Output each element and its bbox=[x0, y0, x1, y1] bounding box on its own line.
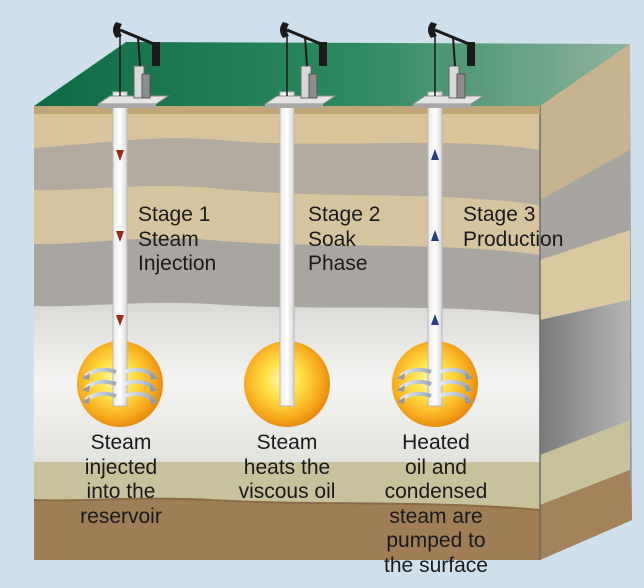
caption-line: heats the bbox=[243, 455, 331, 479]
caption-line: injected bbox=[84, 455, 158, 479]
caption-line: viscous oil bbox=[238, 480, 336, 503]
caption-line: Steam bbox=[256, 431, 318, 454]
flow-arrow-up-icon bbox=[431, 230, 439, 241]
stage-label-line: Injection bbox=[138, 252, 217, 275]
caption-line: Steam bbox=[90, 431, 152, 454]
well-1 bbox=[77, 22, 170, 427]
pumpjack-icon bbox=[411, 22, 485, 108]
flow-arrow-up-icon bbox=[431, 149, 439, 160]
well-pipe-1 bbox=[112, 91, 128, 407]
stage-label-line: Phase bbox=[308, 252, 368, 275]
caption-line: pumped to bbox=[386, 529, 486, 552]
caption-line: reservoir bbox=[80, 504, 162, 528]
pumpjack-icon bbox=[96, 22, 170, 108]
caption-line: oil and bbox=[405, 455, 467, 479]
well-3 bbox=[392, 22, 485, 427]
caption-line: condensed bbox=[384, 480, 488, 503]
caption-line: Heated bbox=[402, 431, 470, 454]
flow-arrow-up-icon bbox=[431, 314, 439, 325]
stage-label-line: Stage 3 bbox=[463, 203, 536, 226]
stage-label-line: Stage 1 bbox=[138, 203, 211, 226]
flow-arrow-down-icon bbox=[116, 150, 124, 161]
flow-arrow-down-icon bbox=[116, 231, 124, 242]
flow-arrow-down-icon bbox=[116, 315, 124, 326]
caption-line: steam are bbox=[389, 504, 483, 528]
caption-line: the surface bbox=[384, 553, 488, 577]
caption-line: into the bbox=[86, 480, 156, 503]
stage-label-line: Production bbox=[463, 227, 564, 251]
pumpjack-icon bbox=[263, 22, 337, 108]
stage-label-line: Soak bbox=[308, 227, 356, 251]
stage-label-line: Steam bbox=[138, 227, 199, 251]
stage-label-line: Stage 2 bbox=[308, 203, 381, 226]
well-pipe-3 bbox=[427, 91, 443, 407]
steam-jet-icon bbox=[82, 367, 158, 404]
block-side-face bbox=[540, 44, 632, 560]
steam-jet-icon bbox=[397, 367, 473, 404]
well-pipe-2 bbox=[279, 91, 295, 407]
well-2 bbox=[244, 22, 337, 427]
